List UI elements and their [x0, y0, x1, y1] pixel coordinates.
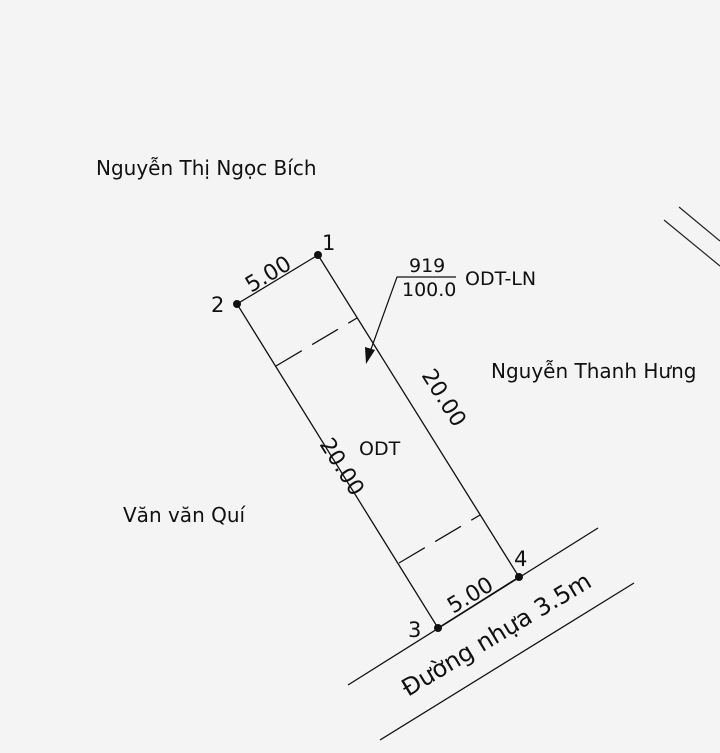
vertex-2 — [233, 300, 241, 308]
owner-north: Nguyễn Thị Ngọc Bích — [96, 156, 317, 180]
land-type-code: ODT-LN — [465, 268, 536, 290]
dashed-division-line — [398, 514, 481, 564]
parcel-number: 919 — [409, 255, 445, 277]
vertex-4 — [515, 573, 523, 581]
road-edge-lower — [379, 582, 635, 741]
neighbor-boundary-line — [663, 219, 720, 267]
edge-length-top: 5.00 — [241, 251, 296, 298]
leader-line — [369, 276, 456, 353]
vertex-3 — [434, 624, 442, 632]
edge-length-right: 20.00 — [416, 365, 471, 432]
neighbor-boundary-line — [678, 206, 720, 242]
parcel-area: 100.0 — [402, 279, 456, 301]
road-label: Đường nhựa 3.5m — [397, 567, 597, 702]
vertex-label-2: 2 — [211, 293, 224, 317]
vertex-label-3: 3 — [408, 618, 421, 642]
zone-label: ODT — [359, 438, 401, 460]
owner-east: Nguyễn Thanh Hưng — [491, 359, 696, 383]
vertex-1 — [314, 251, 322, 259]
road-edge-upper — [347, 527, 599, 686]
vertex-label-4: 4 — [514, 547, 527, 571]
leader-arrow-icon — [365, 347, 375, 364]
dashed-division-line — [275, 317, 358, 367]
edge-length-bottom: 5.00 — [443, 572, 498, 619]
vertex-label-1: 1 — [322, 231, 335, 255]
owner-west: Văn văn Quí — [123, 503, 247, 527]
